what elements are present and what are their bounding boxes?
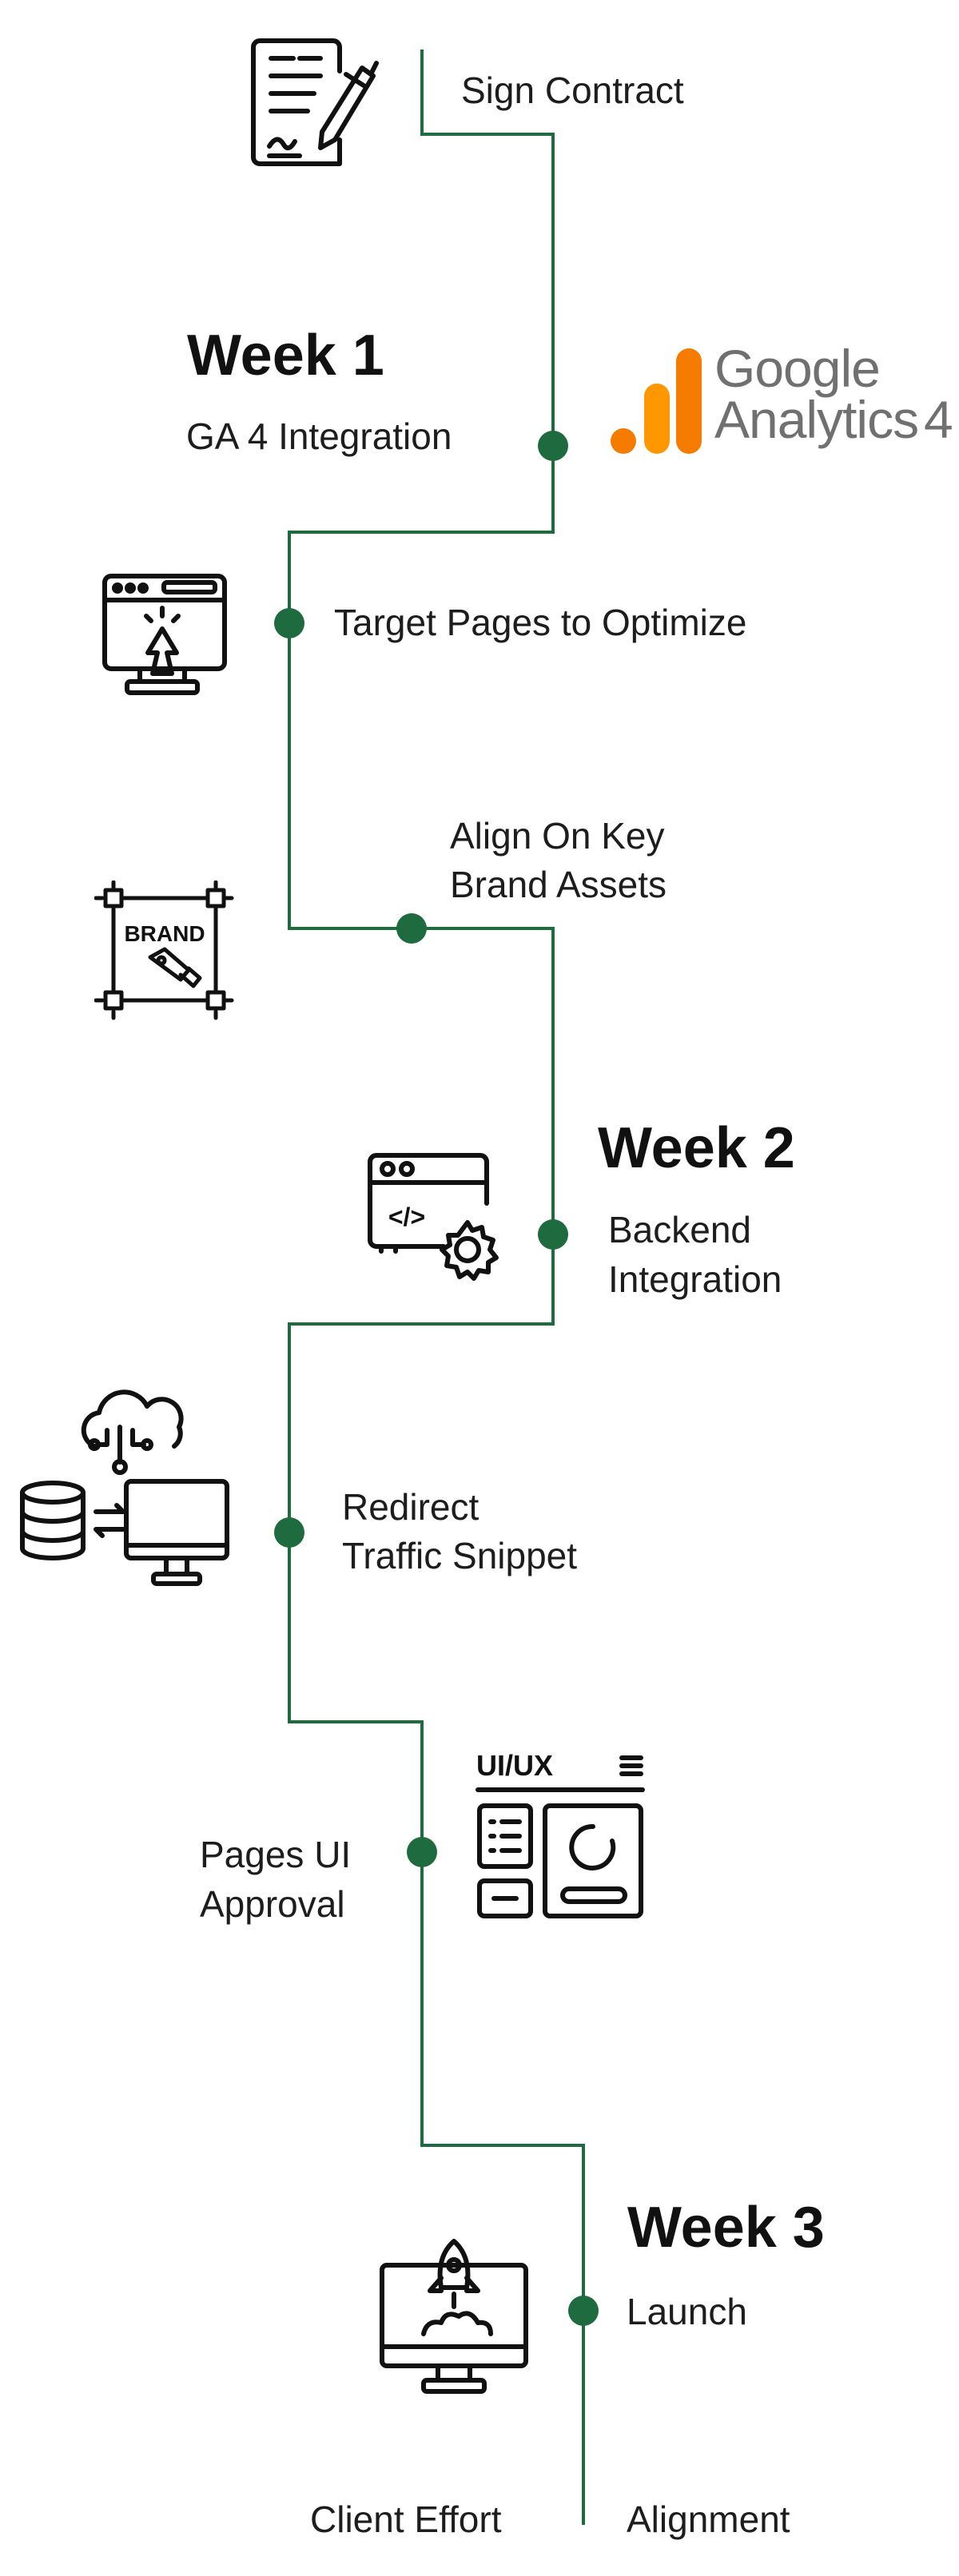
ga-logo-google: Google — [714, 339, 881, 398]
brand-design-icon: BRAND — [94, 881, 234, 1020]
step-ga4-integration: GA 4 Integration — [186, 415, 452, 457]
ui-ux-icon: UI/UX — [476, 1749, 645, 1918]
analytics-bars-icon — [611, 348, 702, 454]
google-analytics-logo: Google Analytics 4 — [607, 342, 959, 462]
uiux-icon-text: UI/UX — [476, 1749, 553, 1782]
legend-client-effort: Client Effort — [310, 2498, 502, 2540]
week-3-heading: Week 3 — [627, 2196, 825, 2260]
browser-cursor-icon — [102, 574, 227, 695]
timeline-dot-launch — [568, 2296, 599, 2326]
brand-icon-text: BRAND — [124, 921, 205, 946]
timeline-path — [288, 50, 585, 2525]
timeline-dot-redirect — [274, 1517, 304, 1548]
week-2-heading: Week 2 — [598, 1116, 795, 1180]
cloud-database-monitor-icon — [20, 1389, 229, 1586]
ga-logo-version: 4 — [924, 390, 953, 449]
step-target-pages: Target Pages to Optimize — [334, 602, 747, 643]
timeline-dot-ga4 — [538, 431, 568, 461]
step-backend-line1: Backend — [608, 1209, 752, 1250]
step-backend-line2: Integration — [608, 1258, 782, 1300]
code-icon-text: </> — [388, 1203, 425, 1231]
step-pages-ui-line2: Approval — [200, 1883, 345, 1925]
ga-logo-analytics: Analytics — [714, 390, 919, 449]
timeline-dot-backend — [538, 1219, 568, 1250]
week-1-heading: Week 1 — [187, 324, 384, 388]
timeline-dot-target-pages — [274, 608, 304, 638]
timeline-dot-pages-ui — [407, 1837, 437, 1867]
contract-icon — [251, 38, 379, 166]
step-redirect-line1: Redirect — [342, 1486, 480, 1528]
legend-alignment: Alignment — [627, 2498, 790, 2540]
rocket-monitor-icon — [380, 2239, 528, 2394]
step-brand-assets-line1: Align On Key — [450, 815, 665, 857]
step-launch: Launch — [627, 2291, 747, 2332]
step-sign-contract: Sign Contract — [461, 70, 684, 111]
step-redirect-line2: Traffic Snippet — [342, 1535, 578, 1576]
timeline-dot-brand-assets — [396, 913, 427, 944]
step-brand-assets-line2: Brand Assets — [450, 864, 667, 905]
code-settings-icon: </> — [368, 1153, 499, 1281]
step-pages-ui-line1: Pages UI — [200, 1834, 352, 1875]
